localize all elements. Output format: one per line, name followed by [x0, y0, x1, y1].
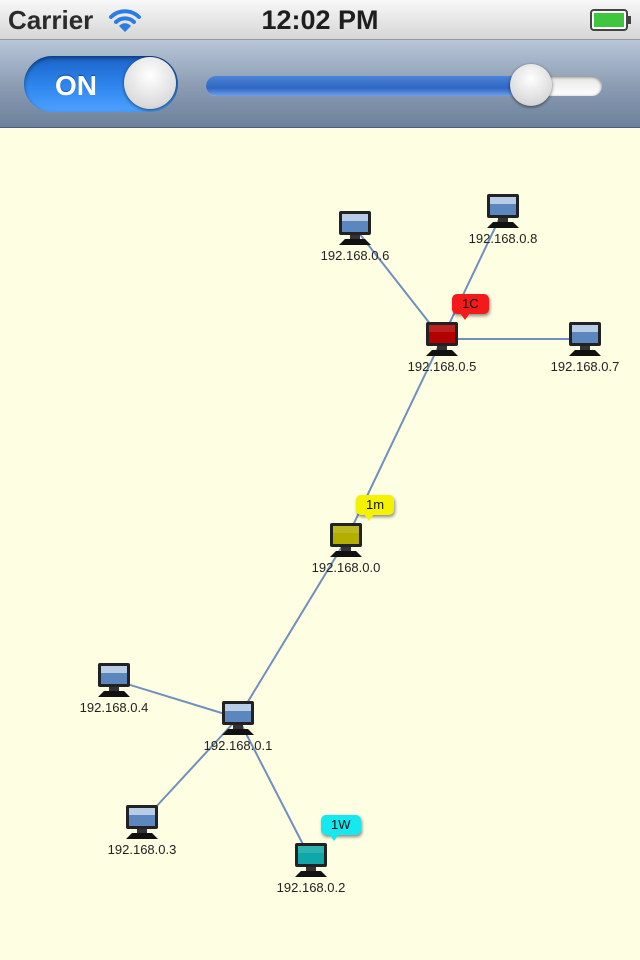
computer-icon [487, 194, 519, 228]
node-ip-label: 192.168.0.3 [107, 842, 177, 857]
alert-badge: 1C [452, 294, 489, 320]
node-ip-label: 192.168.0.8 [468, 231, 538, 246]
computer-icon [339, 211, 371, 245]
computer-icon [426, 322, 458, 356]
slider-thumb[interactable] [510, 64, 553, 106]
link-n5-n8 [441, 210, 504, 340]
link-n1-n4 [113, 679, 239, 719]
link-n5-n6 [354, 227, 443, 340]
network-links [113, 210, 585, 861]
computer-icon [126, 805, 158, 839]
link-n1-n3 [141, 717, 239, 823]
node-ip-label: 192.168.0.4 [79, 700, 149, 715]
status-bar: Carrier 12:02 PM [0, 0, 640, 40]
carrier-name: Carrier [8, 5, 94, 35]
alert-badge: 1W [321, 815, 361, 841]
computer-icon [569, 322, 601, 356]
slider-track[interactable] [206, 76, 602, 96]
battery-icon [590, 9, 632, 31]
computer-icon [222, 701, 254, 735]
node-ip-label: 192.168.0.6 [320, 248, 390, 263]
alert-badge: 1m [356, 495, 395, 521]
node-ip-label: 192.168.0.5 [407, 359, 477, 374]
link-n0-n1 [237, 539, 347, 719]
node-ip-label: 192.168.0.1 [203, 738, 273, 753]
computer-icon [98, 663, 130, 697]
slider-fill [206, 76, 532, 96]
on-off-switch[interactable]: ON [24, 56, 178, 112]
computer-icon [330, 523, 362, 557]
link-n1-n2 [237, 717, 312, 861]
switch-label: ON [55, 70, 97, 101]
computer-icon [295, 843, 327, 877]
node-ip-label: 192.168.0.7 [550, 359, 620, 374]
clock: 12:02 PM [261, 5, 379, 35]
switch-knob[interactable] [124, 57, 176, 109]
slider[interactable] [206, 64, 602, 106]
node-ip-label: 192.168.0.2 [276, 880, 346, 895]
wifi-icon [108, 6, 142, 34]
node-ip-label: 192.168.0.0 [311, 560, 381, 575]
network-map: 192.168.0.0 1m 192.168.0.1 192.168.0.2 1W 192… [0, 128, 640, 960]
